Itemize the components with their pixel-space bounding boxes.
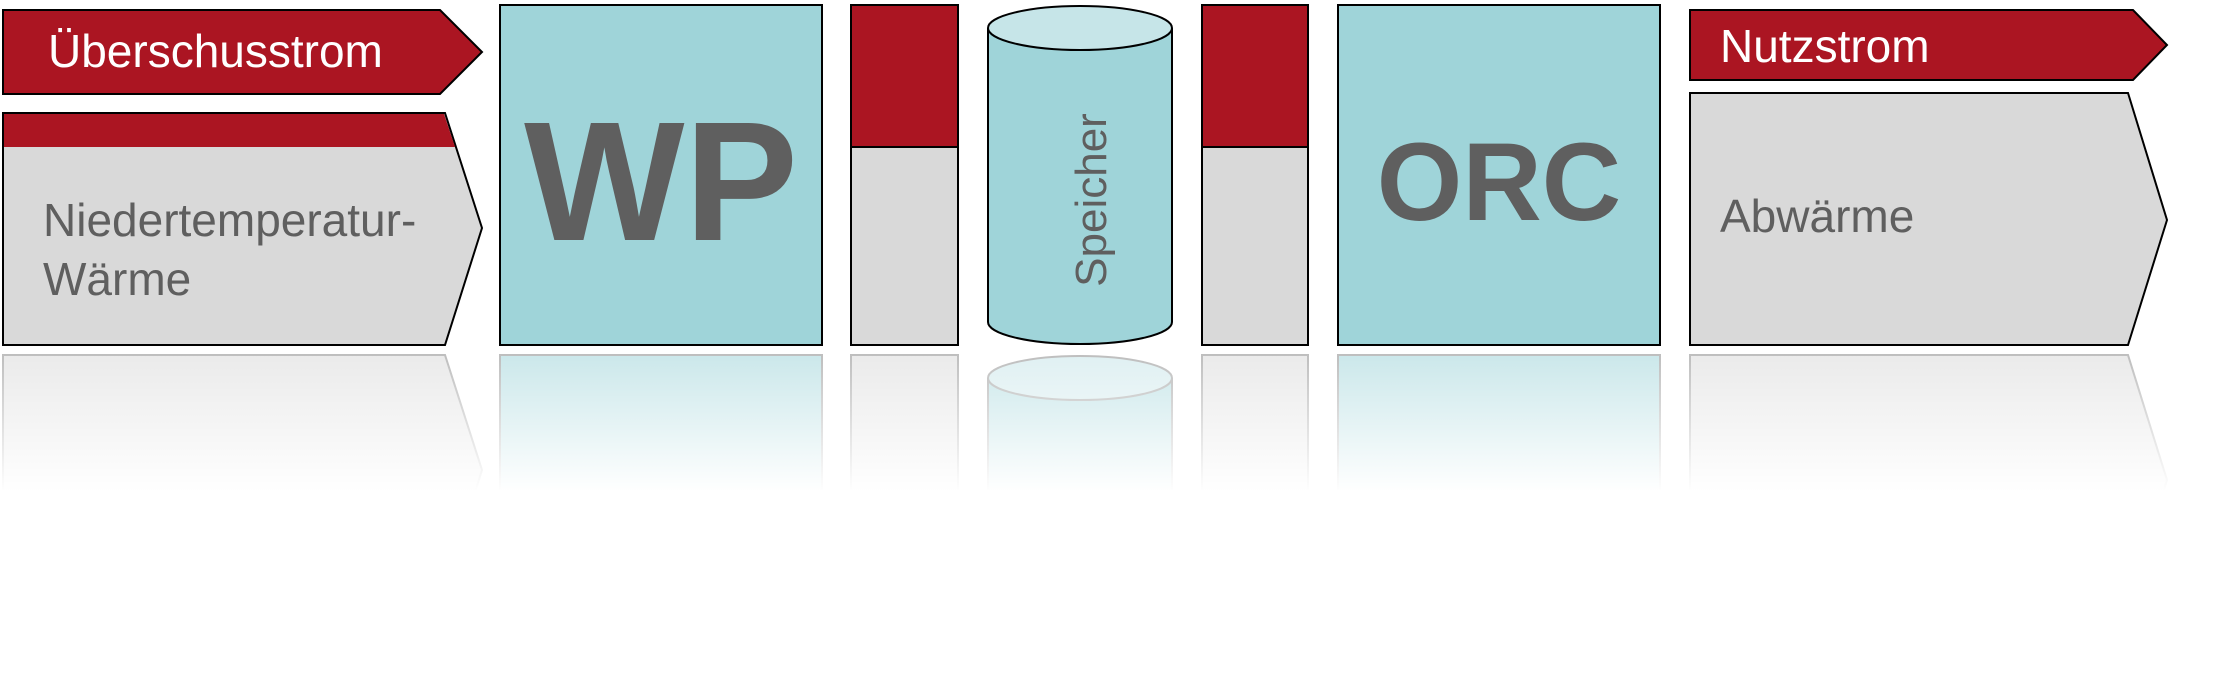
split-bar-left [850, 4, 959, 346]
niedertemperatur-label-line2: Wärme [43, 253, 191, 305]
wp-label: WP [524, 87, 798, 277]
ueberschussstrom-arrow: Überschusstrom [2, 9, 484, 95]
nutzstrom-label: Nutzstrom [1720, 20, 1930, 72]
reflection [0, 352, 2230, 698]
split-bar-right [1201, 4, 1309, 346]
nutzstrom-arrow: Nutzstrom [1689, 9, 2169, 81]
speicher-label: Speicher [1067, 113, 1116, 287]
speicher-cylinder: Speicher [987, 5, 1173, 345]
orc-box: ORC [1337, 4, 1661, 346]
orc-label: ORC [1377, 121, 1621, 244]
ueberschussstrom-label: Überschusstrom [48, 25, 383, 77]
niedertemperatur-waerme-arrow: Niedertemperatur- Wärme [2, 112, 484, 346]
niedertemperatur-label-line1: Niedertemperatur- [43, 194, 416, 246]
abwaerme-label: Abwärme [1720, 190, 1914, 242]
abwaerme-arrow: Abwärme [1689, 92, 2169, 346]
wp-box: WP [499, 4, 823, 346]
